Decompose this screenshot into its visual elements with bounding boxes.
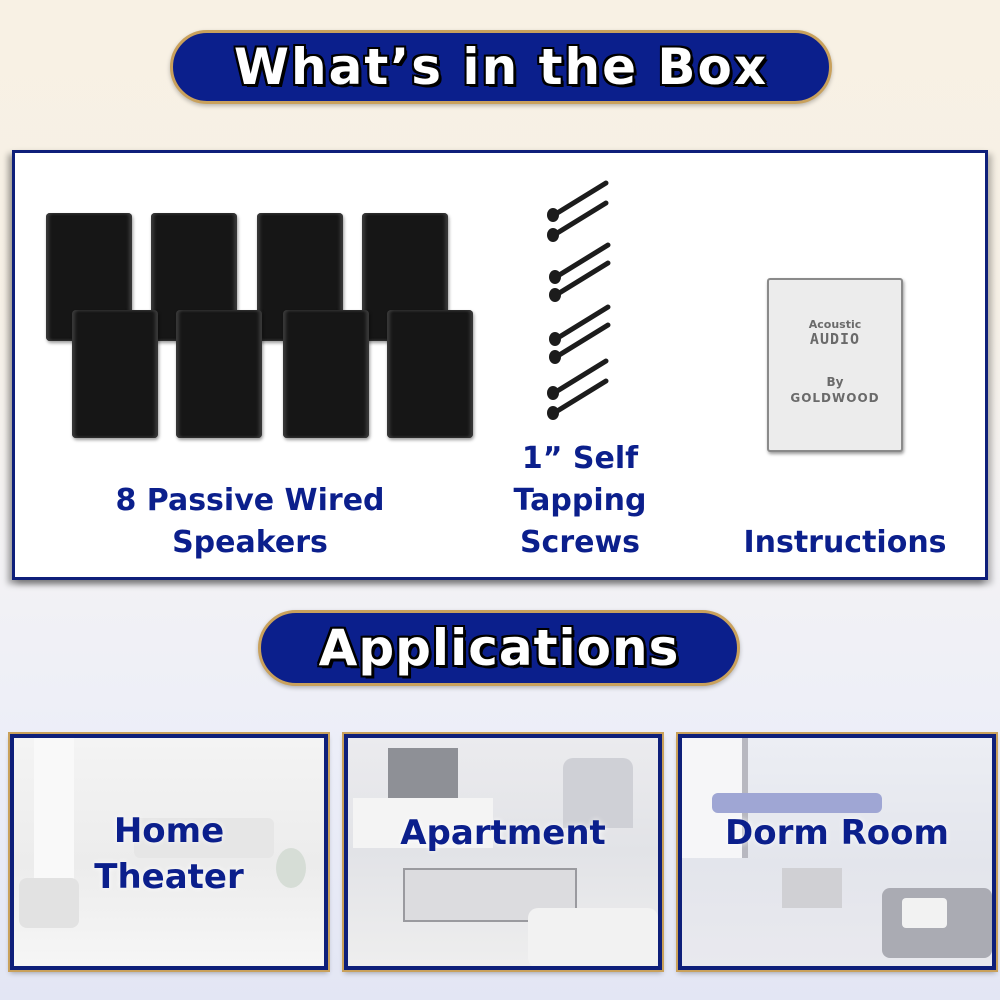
screws-icon <box>547 180 611 420</box>
plant-image <box>276 848 306 888</box>
app-card-dorm-room: Dorm Room <box>676 732 998 972</box>
screws-label-line3: Screws <box>519 525 641 560</box>
applications-title: Applications <box>318 619 680 677</box>
manual-brand-line2: AUDIO <box>809 330 861 348</box>
app-card-home-theater: Home Theater <box>8 732 330 972</box>
speakers-label: 8 Passive Wired Speakers <box>60 480 440 564</box>
dorm-room-line1: Dorm Room <box>725 813 949 853</box>
apartment-line1: Apartment <box>400 813 606 853</box>
armchair-image <box>563 758 633 828</box>
manual-brand-line1: Acoustic <box>808 318 862 331</box>
manual-maker: GOLDWOOD <box>790 391 880 405</box>
tv-stand-image <box>353 798 493 848</box>
sofa-image <box>134 818 274 858</box>
desk-image <box>782 868 842 908</box>
screws-label: 1” Self Tapping Screws <box>480 438 680 564</box>
speaker-icon <box>176 310 262 438</box>
instructions-label: Instructions <box>715 522 975 564</box>
screws-label-line1: 1” Self <box>521 441 639 476</box>
home-theater-line2: Theater <box>94 857 244 897</box>
sofa-image <box>528 908 658 966</box>
home-theater-label: Home Theater <box>14 808 324 900</box>
title-banner: What’s in the Box <box>170 30 832 104</box>
home-theater-line1: Home <box>113 811 225 851</box>
tv-image <box>388 748 458 798</box>
pillow-image <box>902 898 947 928</box>
apartment-label: Apartment <box>348 810 658 856</box>
title-text: What’s in the Box <box>233 38 769 96</box>
speakers-label-line2: Speakers <box>172 525 328 560</box>
loft-bed-image <box>712 793 882 813</box>
dorm-room-label: Dorm Room <box>682 810 992 856</box>
manual-by: By <box>826 375 844 389</box>
instructions-label-line1: Instructions <box>743 525 947 560</box>
speaker-icon <box>72 310 158 438</box>
applications-banner: Applications <box>258 610 740 686</box>
speaker-icon <box>283 310 369 438</box>
speaker-icon <box>387 310 473 438</box>
instruction-manual-icon: Acoustic AUDIO By GOLDWOOD <box>767 278 903 452</box>
speakers-label-line1: 8 Passive Wired <box>115 483 385 518</box>
screws-label-line2: Tapping <box>513 483 647 518</box>
app-card-apartment: Apartment <box>342 732 664 972</box>
armchair-image <box>19 878 79 928</box>
